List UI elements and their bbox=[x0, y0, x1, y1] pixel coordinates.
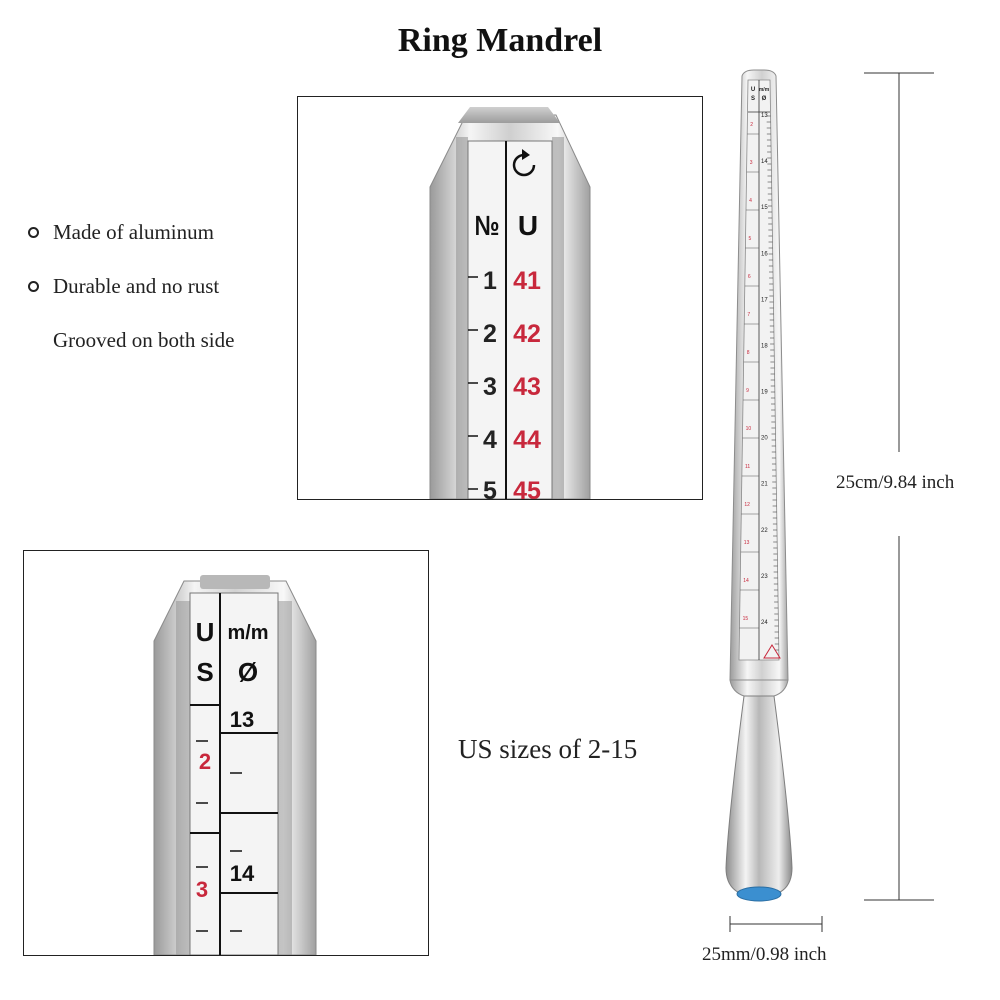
row-num: 2 bbox=[483, 320, 497, 348]
length-dimension-line bbox=[864, 72, 934, 901]
mandrel-head-diameter: Ø bbox=[762, 96, 767, 102]
sizes-note: US sizes of 2-15 bbox=[458, 734, 638, 764]
row-num: 1 bbox=[483, 267, 497, 295]
row-size: 44 bbox=[513, 426, 541, 454]
mandrel-head-s: S bbox=[751, 96, 755, 102]
us-label: 2 bbox=[199, 749, 211, 774]
us-size-mark: 8 bbox=[747, 350, 750, 356]
brand-logo-icon bbox=[763, 644, 781, 659]
page-title: Ring Mandrel bbox=[397, 22, 603, 59]
us-size-mark: 15 bbox=[743, 616, 749, 622]
feature-text: Made of aluminum bbox=[53, 220, 214, 244]
feature-item: Grooved on both side bbox=[28, 328, 234, 353]
closeup-top-panel: № U 1 41 2 42 3 43 4 44 5 45 bbox=[297, 96, 703, 500]
col-header-no: № bbox=[475, 211, 500, 242]
col-header-s: S bbox=[196, 657, 213, 687]
mm-size-mark: 22 bbox=[761, 528, 768, 534]
mm-size-mark: 18 bbox=[761, 343, 768, 349]
mm-size-mark: 20 bbox=[761, 436, 768, 442]
mm-size-mark: 13 bbox=[761, 113, 768, 119]
feature-item: Durable and no rust bbox=[28, 274, 219, 299]
us-size-mark: 14 bbox=[743, 578, 749, 584]
us-size-mark: 6 bbox=[748, 274, 751, 280]
feature-item: Made of aluminum bbox=[28, 220, 214, 245]
us-size-mark: 3 bbox=[750, 160, 753, 166]
row-num: 3 bbox=[483, 373, 497, 401]
us-size-mark: 13 bbox=[744, 540, 750, 546]
mandrel-closeup-bottom: U S m/m Ø 13 14 2 3 bbox=[153, 575, 317, 955]
length-dimension: 25cm/9.84 inch bbox=[836, 472, 955, 493]
mm-label: 13 bbox=[230, 707, 254, 732]
feature-text: Grooved on both side bbox=[53, 328, 235, 352]
us-size-mark: 9 bbox=[746, 388, 749, 394]
us-size-mark: 2 bbox=[750, 122, 753, 128]
us-size-mark: 7 bbox=[747, 312, 750, 318]
mm-size-mark: 16 bbox=[761, 251, 768, 257]
row-size: 42 bbox=[513, 320, 541, 348]
us-size-mark: 5 bbox=[749, 236, 752, 242]
mm-label: 14 bbox=[230, 861, 255, 886]
bullet-icon bbox=[28, 280, 39, 292]
diameter-dimension-line bbox=[729, 916, 823, 932]
col-header-mm: m/m bbox=[227, 622, 268, 644]
diameter-dimension: 25mm/0.98 inch bbox=[702, 944, 827, 965]
closeup-bottom-panel: U S m/m Ø 13 14 2 3 bbox=[23, 550, 429, 956]
mm-size-mark: 17 bbox=[761, 297, 768, 303]
us-size-mark: 10 bbox=[746, 426, 752, 432]
col-header-u: U bbox=[518, 210, 538, 241]
feature-text: Durable and no rust bbox=[53, 274, 220, 298]
row-size: 41 bbox=[513, 267, 541, 295]
us-size-mark: 11 bbox=[745, 464, 750, 470]
row-num: 4 bbox=[483, 426, 497, 454]
mm-size-mark: 15 bbox=[761, 205, 768, 211]
row-size: 43 bbox=[513, 373, 541, 401]
us-label: 3 bbox=[196, 877, 208, 902]
us-size-mark: 12 bbox=[744, 502, 750, 508]
row-size: 45 bbox=[513, 477, 541, 499]
mm-size-mark: 24 bbox=[761, 620, 768, 626]
bullet-icon bbox=[28, 226, 39, 238]
mandrel-head-u: U bbox=[751, 87, 755, 93]
us-size-mark: 4 bbox=[749, 198, 752, 204]
mandrel-closeup-top: № U 1 41 2 42 3 43 4 44 5 45 bbox=[429, 107, 591, 499]
col-header-diameter: Ø bbox=[238, 657, 258, 687]
mm-size-mark: 23 bbox=[761, 574, 768, 580]
mandrel-head-mm: m/m bbox=[759, 87, 770, 93]
end-cap-icon bbox=[736, 886, 782, 902]
row-num: 5 bbox=[483, 477, 497, 499]
mm-size-mark: 19 bbox=[761, 390, 768, 396]
mm-size-mark: 14 bbox=[761, 159, 768, 165]
col-header-u: U bbox=[196, 617, 215, 647]
mm-size-mark: 21 bbox=[761, 482, 768, 488]
